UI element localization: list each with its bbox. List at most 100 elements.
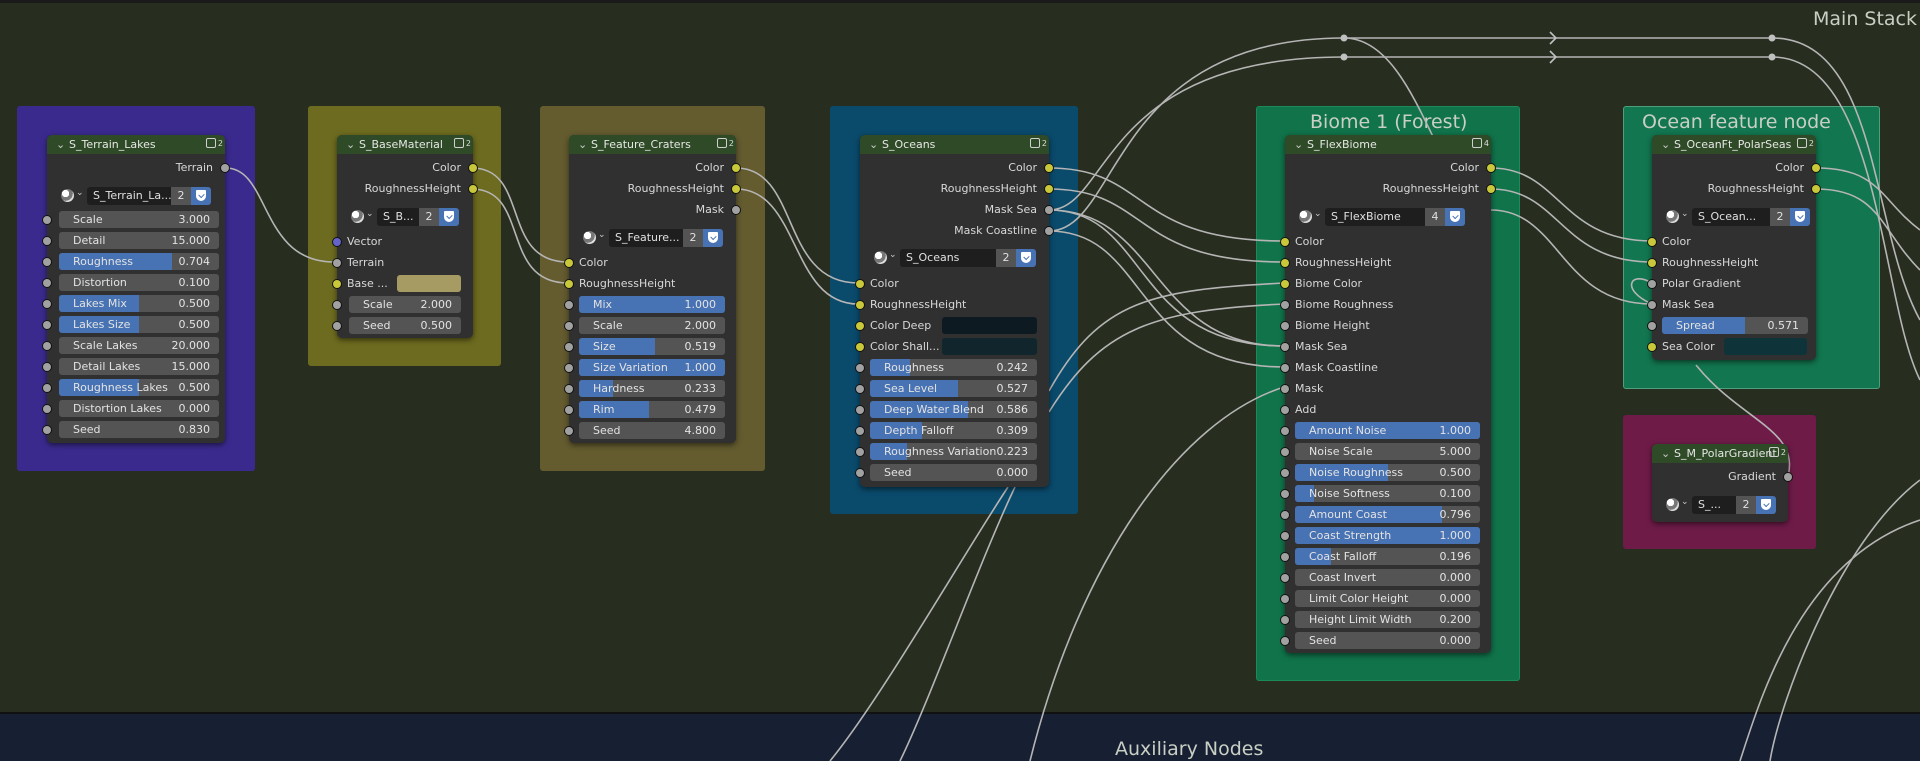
input-socket[interactable]: [1281, 322, 1289, 330]
output-roughness-socket[interactable]: [469, 185, 477, 193]
param-input-socket[interactable]: [43, 384, 51, 392]
param-input-socket[interactable]: [43, 216, 51, 224]
datablock-user-count[interactable]: 2: [996, 249, 1016, 267]
input-base-socket[interactable]: [333, 280, 341, 288]
input-vector-socket[interactable]: [333, 238, 341, 246]
param-input-socket[interactable]: [1281, 469, 1289, 477]
input-socket[interactable]: [1281, 238, 1289, 246]
input-color-deep-socket[interactable]: [856, 322, 864, 330]
param-input-socket[interactable]: [856, 427, 864, 435]
chevron-down-icon[interactable]: ⌄: [346, 138, 356, 151]
material-sphere-icon[interactable]: ⌄: [1297, 209, 1322, 225]
datablock-selector[interactable]: ⌄ S_FlexBiome 4: [1297, 208, 1467, 226]
output-color-socket[interactable]: [732, 164, 740, 172]
fake-user-shield-icon[interactable]: [191, 187, 211, 205]
param-input-socket[interactable]: [856, 469, 864, 477]
param-input-socket[interactable]: [43, 258, 51, 266]
base-color-swatch[interactable]: [397, 275, 461, 292]
param-input-socket[interactable]: [1281, 532, 1289, 540]
input-socket[interactable]: [1281, 385, 1289, 393]
param-input-socket[interactable]: [1281, 637, 1289, 645]
output-gradient-socket[interactable]: [1784, 473, 1792, 481]
material-sphere-icon[interactable]: ⌄: [1664, 209, 1689, 225]
chevron-down-icon[interactable]: ⌄: [1661, 138, 1671, 151]
param-input-socket[interactable]: [1281, 616, 1289, 624]
datablock-selector[interactable]: ⌄ S_Oceans 2: [872, 249, 1036, 267]
input-sea-color-socket[interactable]: [1648, 343, 1656, 351]
datablock-name[interactable]: S_Oceans: [900, 249, 996, 267]
color-shallow-swatch[interactable]: [942, 338, 1037, 355]
fake-user-shield-icon[interactable]: [703, 229, 723, 247]
datablock-user-count[interactable]: 2: [419, 208, 439, 226]
input-polar-gradient-socket[interactable]: [1648, 280, 1656, 288]
spread-slider[interactable]: Spread 0.571: [1662, 317, 1808, 334]
datablock-user-count[interactable]: 2: [1770, 208, 1790, 226]
input-roughness-socket[interactable]: [856, 301, 864, 309]
param-input-socket[interactable]: [1281, 427, 1289, 435]
datablock-name[interactable]: S_FlexBiome: [1325, 208, 1425, 226]
output-color-socket[interactable]: [1487, 164, 1495, 172]
output-color-socket[interactable]: [1812, 164, 1820, 172]
datablock-selector[interactable]: ⌄ S_... 2: [1664, 496, 1784, 514]
input-roughness-socket[interactable]: [565, 280, 573, 288]
param-input-socket[interactable]: [333, 301, 341, 309]
output-terrain-socket[interactable]: [221, 164, 229, 172]
input-color-shallow-socket[interactable]: [856, 343, 864, 351]
datablock-user-count[interactable]: 2: [1736, 496, 1756, 514]
param-input-socket[interactable]: [43, 363, 51, 371]
datablock-selector[interactable]: ⌄ S_Ocean... 2: [1664, 208, 1810, 226]
output-roughness-socket[interactable]: [1812, 185, 1820, 193]
output-roughness-socket[interactable]: [732, 185, 740, 193]
param-input-socket[interactable]: [43, 426, 51, 434]
datablock-name[interactable]: S_...: [1692, 496, 1736, 514]
input-socket[interactable]: [1281, 406, 1289, 414]
datablock-name[interactable]: S_B...: [377, 208, 419, 226]
fake-user-shield-icon[interactable]: [1445, 208, 1465, 226]
param-input-socket[interactable]: [333, 322, 341, 330]
input-color-socket[interactable]: [565, 259, 573, 267]
output-mask-coastline-socket[interactable]: [1045, 227, 1053, 235]
param-input-socket[interactable]: [1281, 574, 1289, 582]
datablock-name[interactable]: S_Terrain_La...: [87, 187, 171, 205]
param-input-socket[interactable]: [43, 300, 51, 308]
color-deep-swatch[interactable]: [942, 317, 1037, 334]
output-mask-socket[interactable]: [732, 206, 740, 214]
output-color-socket[interactable]: [469, 164, 477, 172]
fake-user-shield-icon[interactable]: [1790, 208, 1810, 226]
datablock-name[interactable]: S_Feature...: [609, 229, 683, 247]
param-input-socket[interactable]: [43, 321, 51, 329]
